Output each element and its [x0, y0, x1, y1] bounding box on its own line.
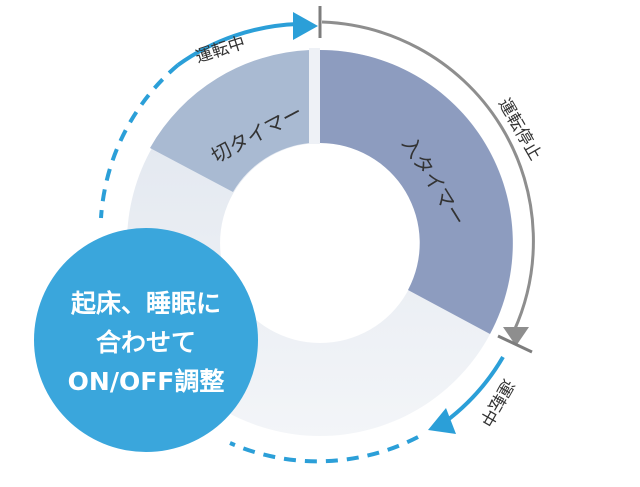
running-dashed-arc-bottom: [229, 435, 419, 464]
bubble-line-2: 合わせて: [95, 327, 196, 357]
bubble-line-1: 起床、睡眠に: [70, 288, 221, 318]
running-arc-bottom: [443, 355, 505, 424]
bubble-line-3: ON/OFF調整: [67, 366, 225, 396]
running-arrowhead-top: [293, 12, 318, 40]
running-dashed-arc-left: [99, 63, 180, 219]
stopped-arrowhead: [503, 327, 529, 346]
running-arrowhead-bottom: [428, 408, 456, 434]
running-arc-top: [176, 22, 299, 67]
adjustment-bubble: 起床、睡眠に 合わせて ON/OFF調整: [34, 228, 258, 452]
running-label-top: 運転中: [193, 33, 248, 68]
on-timer-segment: [320, 50, 513, 334]
running-label-bottom: 運転中: [475, 375, 518, 429]
off-timer-segment: [150, 50, 310, 192]
bottom-right-divider-tick: [497, 334, 533, 354]
stopped-arc: [321, 20, 535, 332]
segment-gap: [309, 48, 320, 144]
